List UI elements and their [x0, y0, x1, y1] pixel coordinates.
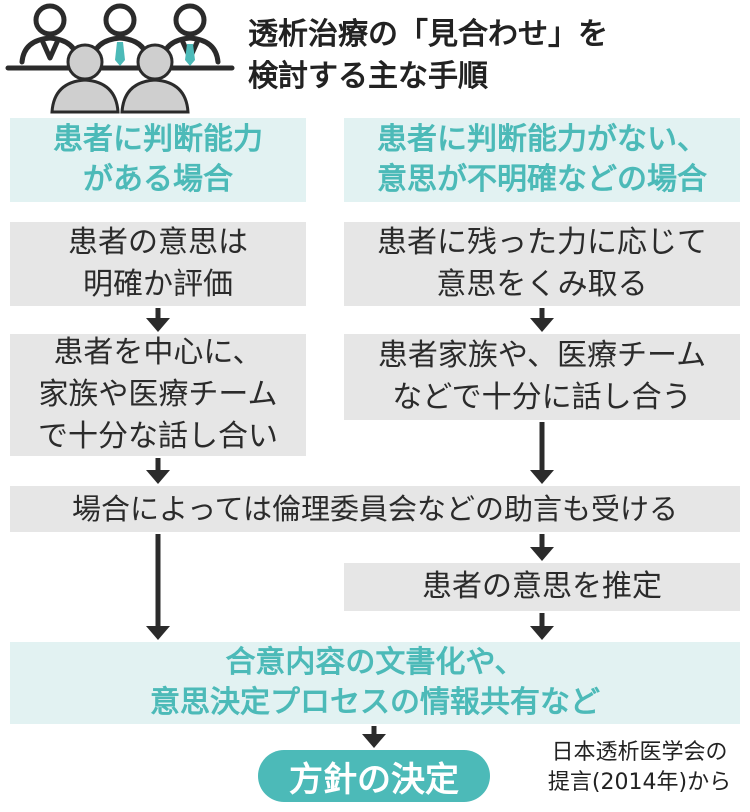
final-decision: 方針の決定	[258, 750, 490, 802]
step-estimate-intention: 患者の意思を推定	[344, 563, 740, 611]
step-infer-intention: 患者に残った力に応じて 意思をくみ取る	[344, 222, 740, 306]
medical-team-meeting-icon	[5, 3, 235, 114]
step-evaluate-intention: 患者の意思は 明確か評価	[10, 222, 306, 306]
step-ethics-committee: 場合によっては倫理委員会などの助言も受ける	[10, 486, 740, 532]
step-patient-centered-discussion: 患者を中心に、 家族や医療チーム で十分な話し合い	[10, 334, 306, 456]
step-family-team-discussion: 患者家族や、医療チーム などで十分に話し合う	[344, 334, 740, 420]
step-document-agreement: 合意内容の文書化や、 意思決定プロセスの情報共有など	[10, 642, 740, 724]
source-note: 日本透析医学会の 提言(2014年)から	[547, 740, 732, 795]
diagram-title: 透析治療の「見合わせ」を 検討する主な手順	[248, 17, 608, 94]
header-has-capacity: 患者に判断能力 がある場合	[10, 118, 306, 202]
header-no-capacity: 患者に判断能力がない、 意思が不明確などの場合	[344, 118, 740, 202]
